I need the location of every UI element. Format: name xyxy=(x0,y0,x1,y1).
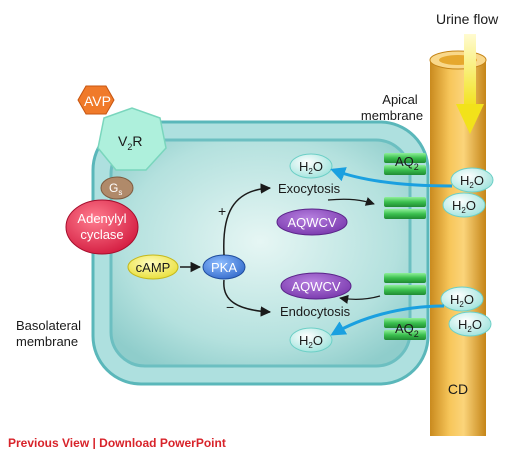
v2r-label: V2R xyxy=(118,133,142,152)
endocytosis-label: Endocytosis xyxy=(280,304,351,319)
avp-hormone: AVP xyxy=(77,85,115,115)
endocytosis-vesicle-arrow xyxy=(339,294,381,304)
pka-exocytosis-arrow xyxy=(223,183,272,256)
water-influx-arrow-top xyxy=(330,167,453,188)
water-bubble-inner-top: H2O xyxy=(289,153,333,179)
exocytosis-vesicle-arrow xyxy=(327,197,375,206)
adenylyl-label: Adenylyl xyxy=(77,211,126,226)
aqwcv-top-label: AQWCV xyxy=(287,215,336,230)
basolateral-label-line1: Basolateral xyxy=(16,318,81,333)
water-inner-top-label: H2O xyxy=(299,159,323,176)
aqwcv-bottom-label: AQWCV xyxy=(291,279,340,294)
water-duct-1-label: H2O xyxy=(460,173,484,190)
water-bubble-duct-1: H2O xyxy=(450,167,494,193)
aq2-channel-bottom xyxy=(384,318,426,340)
water-influx-arrow-bottom xyxy=(330,304,445,336)
avp-label: AVP xyxy=(84,93,111,109)
aq2-top-label: AQ2 xyxy=(395,154,419,172)
basolateral-label-line2: membrane xyxy=(16,334,78,349)
cell-body xyxy=(91,120,430,386)
aq2-vesicle-bottom xyxy=(384,273,426,295)
cyclase-label: cyclase xyxy=(80,227,123,242)
water-duct-4-label: H2O xyxy=(458,317,482,334)
minus-sign: − xyxy=(226,299,234,315)
gs-protein: Gs xyxy=(100,176,134,200)
v2r-receptor: V2R xyxy=(97,107,167,171)
plus-sign: + xyxy=(218,203,226,219)
aq2-bottom-label: AQ2 xyxy=(395,321,419,339)
pka-enzyme: PKA xyxy=(202,254,246,280)
apical-label-line1: Apical xyxy=(382,92,418,107)
figure-caption-links[interactable]: Previous View | Download PowerPoint xyxy=(8,436,226,449)
urine-flow-label: Urine flow xyxy=(436,11,499,27)
exocytosis-label: Exocytosis xyxy=(278,181,341,196)
pka-endocytosis-arrow xyxy=(223,279,272,317)
camp-molecule: cAMP xyxy=(127,254,179,280)
water-bubble-duct-2: H2O xyxy=(442,192,486,218)
aqwcv-bottom: AQWCV xyxy=(280,272,352,300)
water-duct-2-label: H2O xyxy=(452,198,476,215)
aqwcv-top: AQWCV xyxy=(276,208,348,236)
water-bubble-duct-4: H2O xyxy=(448,311,492,337)
gs-label: Gs xyxy=(109,181,122,197)
aq2-vesicle-top xyxy=(384,197,426,219)
camp-label: cAMP xyxy=(136,260,171,275)
aq2-channel-top xyxy=(384,153,426,175)
water-bubble-duct-3: H2O xyxy=(440,286,484,312)
water-bubble-inner-bottom: H2O xyxy=(289,327,333,353)
urine-flow-arrow xyxy=(456,34,484,134)
apical-label-line2: membrane xyxy=(361,108,423,123)
pka-label: PKA xyxy=(211,260,237,275)
water-inner-bottom-label: H2O xyxy=(299,333,323,350)
adenylyl-cyclase: Adenylyl cyclase xyxy=(65,199,139,255)
cd-label: CD xyxy=(448,381,468,397)
diagram-canvas: AQ2 AQ2 V2R AVP Gs Adenylyl cyclase cAMP… xyxy=(16,11,499,436)
water-duct-3-label: H2O xyxy=(450,292,474,309)
